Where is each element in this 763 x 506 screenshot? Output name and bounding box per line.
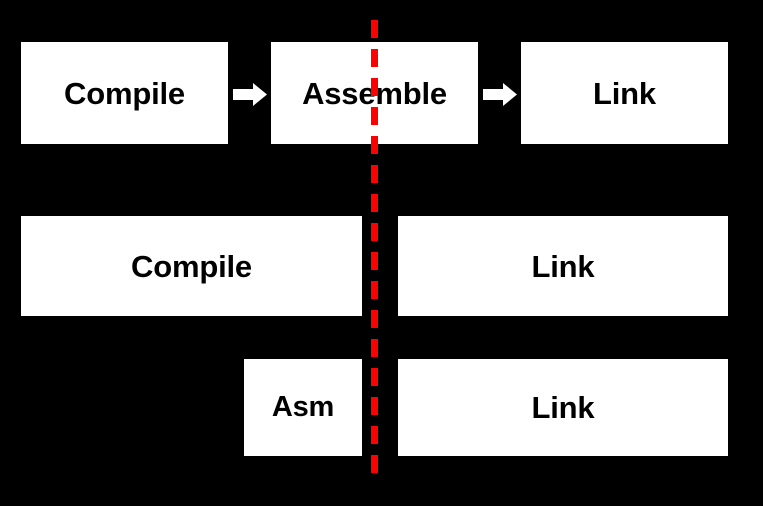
stage-box-label: Asm — [271, 391, 335, 423]
stage-box-compile-row2[interactable]: Compile — [21, 216, 362, 316]
arrow-right-icon — [483, 83, 517, 106]
stage-box-asm-row3[interactable]: Asm — [244, 359, 362, 456]
arrow-right-icon — [233, 83, 267, 106]
stage-box-label: Link — [531, 390, 595, 425]
stage-box-link-row3[interactable]: Link — [398, 359, 728, 456]
stage-box-link-row1[interactable]: Link — [521, 42, 728, 144]
stage-box-label: Link — [531, 248, 595, 284]
stage-box-label: Link — [593, 75, 656, 111]
stage-box-link-row2[interactable]: Link — [398, 216, 728, 316]
stage-box-label: Compile — [131, 248, 252, 284]
stage-box-compile-row1[interactable]: Compile — [21, 42, 228, 144]
stage-box-label: Compile — [64, 75, 185, 111]
red-dashed-divider — [371, 20, 378, 480]
